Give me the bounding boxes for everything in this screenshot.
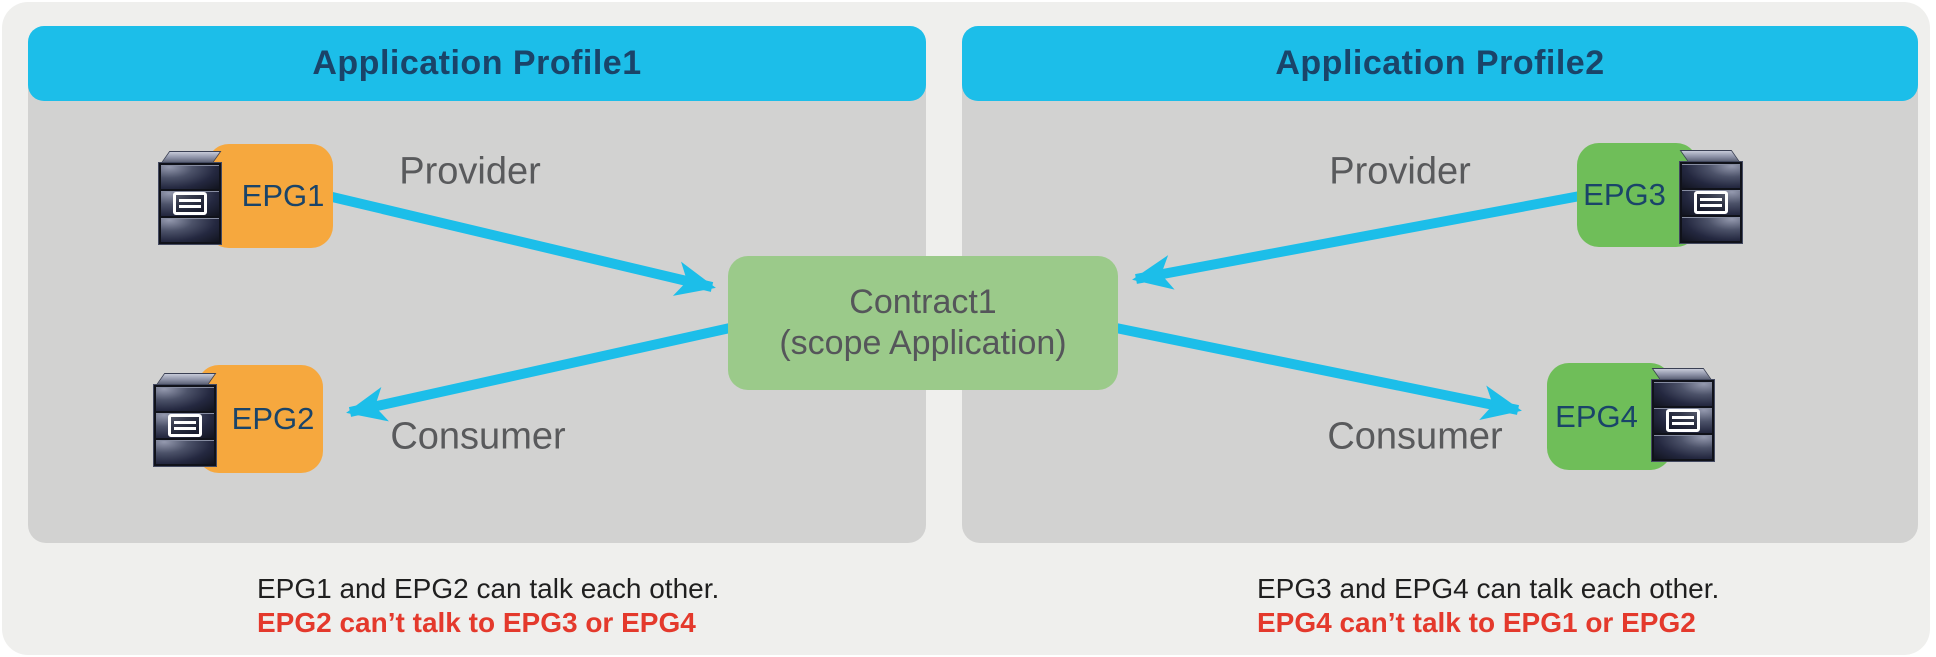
application-profile-2-header: Application Profile2: [962, 26, 1918, 101]
contract-name: Contract1: [849, 283, 997, 321]
provider-arrow-epg3-to-contract: [1132, 191, 1581, 290]
epg4-label: EPG4: [1555, 398, 1638, 434]
server-body: [153, 384, 217, 467]
epg3-label: EPG3: [1583, 177, 1666, 212]
server-badge-icon: [168, 414, 202, 438]
consumer-label-right: Consumer: [1327, 415, 1503, 458]
consumer-arrow-contract-to-epg2: [346, 323, 732, 422]
consumer-label-left: Consumer: [390, 415, 566, 458]
server-badge-icon: [173, 192, 207, 216]
caption-left-line2: EPG2 can’t talk to EPG3 or EPG4: [257, 607, 696, 638]
epg4-server-icon: [1651, 368, 1715, 462]
caption-right-line1: EPG3 and EPG4 can talk each other.: [1257, 573, 1720, 604]
provider-label-right: Provider: [1329, 150, 1471, 193]
caption-left-line1: EPG1 and EPG2 can talk each other.: [257, 573, 720, 604]
epg3-server-icon: [1679, 150, 1743, 244]
consumer-arrow-contract-to-epg4: [1115, 323, 1522, 421]
caption-right-line2: EPG4 can’t talk to EPG1 or EPG2: [1257, 607, 1696, 638]
server-body: [1651, 379, 1715, 462]
application-profile-2-body: [962, 40, 1918, 543]
caption-left: EPG1 and EPG2 can talk each other. EPG2 …: [257, 572, 719, 640]
epg1-node: EPG1: [207, 144, 333, 248]
application-profile-1-title: Application Profile1: [312, 44, 642, 82]
epg2-server-icon: [153, 373, 217, 467]
application-profile-1-header: Application Profile1: [28, 26, 926, 101]
epg1-label: EPG1: [241, 178, 325, 213]
epg2-node: EPG2: [197, 365, 323, 473]
epg2-label: EPG2: [231, 401, 315, 436]
caption-right: EPG3 and EPG4 can talk each other. EPG4 …: [1257, 572, 1719, 640]
epg1-server-icon: [158, 151, 222, 245]
application-profile-2-title: Application Profile2: [1275, 44, 1605, 82]
provider-arrow-epg1-to-contract: [326, 191, 716, 296]
contract-node: Contract1 (scope Application): [728, 256, 1118, 390]
server-body: [158, 162, 222, 245]
server-badge-icon: [1694, 191, 1728, 215]
server-badge-icon: [1666, 409, 1700, 433]
provider-label-left: Provider: [399, 150, 541, 193]
epg3-node: EPG3: [1577, 143, 1698, 247]
contract-scope: (scope Application): [779, 324, 1067, 362]
server-body: [1679, 161, 1743, 244]
